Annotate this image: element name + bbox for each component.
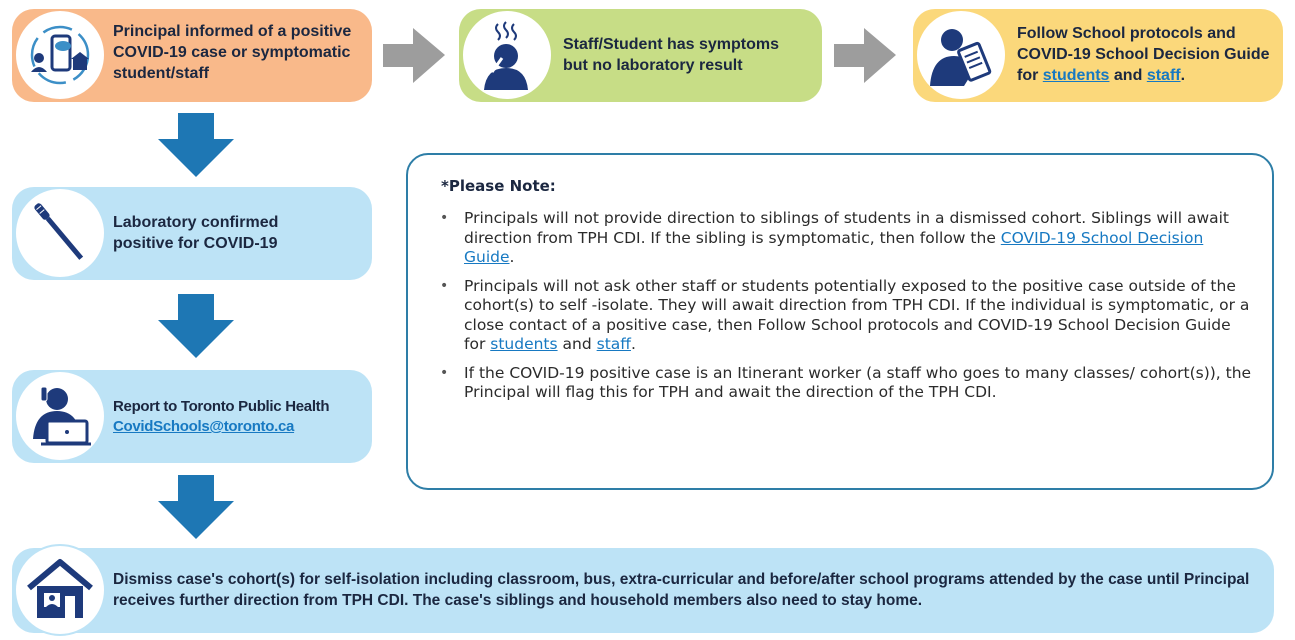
step1-text: Principal informed of a positive COVID-1… (113, 23, 352, 82)
arrow-right-icon (383, 28, 445, 83)
note-title: *Please Note: (441, 177, 556, 195)
step2-text: Staff/Student has symptoms but no labora… (563, 36, 780, 74)
step4-box: Laboratory confirmed positive for COVID-… (12, 187, 372, 280)
note-bullet-2-mid: and (562, 335, 592, 353)
email-link[interactable]: CovidSchools@toronto.ca (113, 418, 295, 435)
step4-icon-circle (14, 187, 106, 279)
step3-text-after: . (1180, 67, 1186, 84)
step6-text: Dismiss case's cohort(s) for self-isolat… (113, 571, 1250, 609)
step3-box: Follow School protocols and COVID-19 Sch… (913, 9, 1283, 102)
staff-link[interactable]: staff (1146, 67, 1181, 84)
step1-icon-circle (14, 9, 106, 101)
step4-text: Laboratory confirmed positive for COVID-… (113, 214, 279, 252)
note-bullet-2-after: . (630, 335, 636, 353)
note-bullet-1: • Principals will not provide direction … (434, 209, 1254, 268)
note-staff-link[interactable]: staff (596, 335, 631, 353)
note-list: • Principals will not provide direction … (434, 209, 1254, 412)
step3-icon-circle (915, 9, 1007, 101)
phone-notification-school-icon (30, 25, 90, 85)
please-note-panel: *Please Note: • Principals will not prov… (406, 153, 1274, 490)
step1-box: Principal informed of a positive COVID-1… (12, 9, 372, 102)
step3-text-before: Follow School protocols and COVID-19 Sch… (1017, 25, 1270, 84)
step6-box: Dismiss case's cohort(s) for self-isolat… (12, 544, 1274, 636)
bullet-dot: • (440, 364, 449, 381)
note-bullet-2: • Principals will not ask other staff or… (434, 277, 1254, 355)
decision-guide-link[interactable]: COVID-19 School Decision Guide (464, 228, 1204, 267)
note-bullet-3-text: If the COVID-19 positive case is an Itin… (464, 363, 1252, 402)
note-bullet-1-after: . (509, 248, 515, 266)
person-clipboard-icon (930, 29, 992, 86)
house-icon (27, 559, 93, 618)
arrow-down-icon (158, 294, 234, 358)
note-students-link[interactable]: students (490, 335, 558, 353)
note-bullet-2-text: Principals will not ask other staff or s… (464, 276, 1250, 354)
step3-text: Follow School protocols and COVID-19 Sch… (1017, 23, 1272, 86)
note-bullet-3: • If the COVID-19 positive case is an It… (434, 364, 1254, 403)
step5-icon-circle (14, 370, 106, 462)
arrow-down-icon (158, 113, 234, 177)
step2-icon-circle (461, 9, 553, 101)
arrow-down-icon (158, 475, 234, 539)
bullet-dot: • (440, 277, 449, 294)
step5-label: Report to Toronto Public Health (113, 398, 330, 415)
step3-text-mid: and (1113, 67, 1143, 84)
step2-box: Staff/Student has symptoms but no labora… (459, 9, 822, 102)
bullet-dot: • (440, 210, 449, 226)
note-bullet-1-text: Principals will not provide direction to… (464, 209, 1230, 247)
step5-text: Report to Toronto Public Health CovidSch… (113, 397, 373, 437)
sick-person-icon (484, 21, 528, 90)
swab-icon (34, 203, 84, 260)
step5-box: Report to Toronto Public Health CovidSch… (12, 370, 372, 463)
students-link[interactable]: students (1042, 67, 1110, 84)
arrow-right-icon (834, 28, 896, 83)
person-laptop-phone-icon (33, 386, 91, 446)
step6-icon-circle (14, 544, 106, 636)
